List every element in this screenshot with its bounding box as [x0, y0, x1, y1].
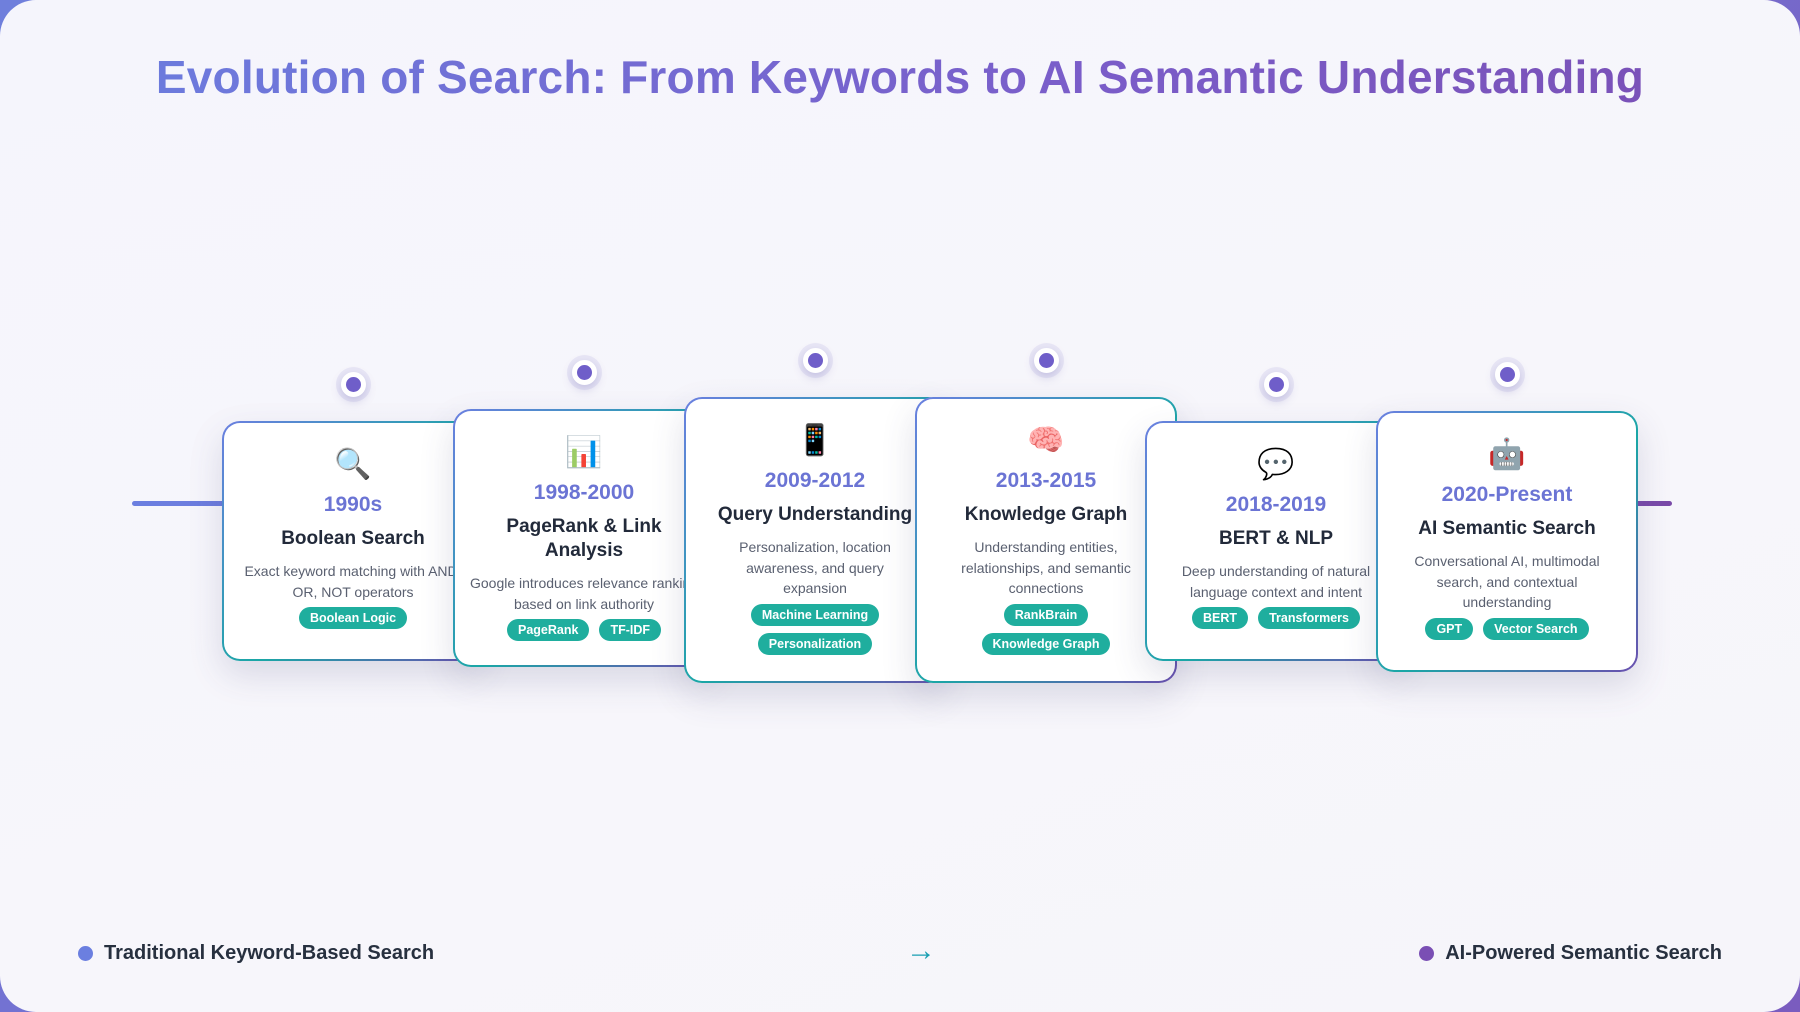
timeline-dot — [1264, 372, 1289, 397]
technology-tag: TF-IDF — [599, 619, 662, 641]
milestone-period: 2009-2012 — [764, 469, 866, 492]
technology-tag: Machine Learning — [750, 603, 880, 626]
magnifying-glass-icon: 🔍 — [334, 448, 372, 481]
milestone-description: Exact keyword matching with AND, OR, NOT… — [244, 563, 462, 600]
card-spacer — [1390, 640, 1624, 670]
technology-tag: Knowledge Graph — [981, 632, 1111, 655]
legend-traditional-dot — [78, 946, 93, 961]
technology-tag: PageRank — [506, 619, 590, 641]
brain-icon: 🧠 — [1027, 424, 1065, 457]
arrow-right-icon: → — [906, 934, 936, 967]
milestone-name: AI Semantic Search — [1418, 518, 1596, 539]
milestone-period: 2013-2015 — [995, 469, 1097, 492]
milestone-description: Understanding entities, relationships, a… — [961, 539, 1131, 596]
technology-tag: Vector Search — [1483, 617, 1589, 640]
legend-traditional-label: Traditional Keyword-Based Search — [104, 942, 435, 964]
card-spacer — [698, 655, 932, 681]
milestone-name: Query Understanding — [717, 504, 913, 525]
milestone-description: Google introduces relevance ranking base… — [469, 575, 699, 612]
milestone-tags: Boolean Logic — [236, 607, 470, 629]
milestone-name: BERT & NLP — [1219, 528, 1333, 549]
legend-traditional: Traditional Keyword-Based Search — [78, 942, 434, 965]
card-spacer — [467, 641, 701, 665]
technology-tag: BERT — [1192, 607, 1249, 629]
timeline-dot — [341, 372, 366, 397]
milestone-period: 1990s — [323, 493, 383, 516]
mobile-phone-icon: 📱 — [796, 424, 834, 457]
page-title: Evolution of Search: From Keywords to AI… — [0, 50, 1800, 104]
card-spacer — [929, 655, 1163, 681]
technology-tag: Personalization — [757, 632, 873, 655]
legend-ai: AI-Powered Semantic Search — [1419, 942, 1722, 965]
card-spacer — [1159, 629, 1393, 659]
milestone-tags: PageRank TF-IDF — [467, 619, 701, 641]
milestone-tags: GPT Vector Search — [1390, 617, 1624, 640]
legend-ai-label: AI-Powered Semantic Search — [1445, 942, 1722, 964]
timeline-dot — [1034, 348, 1059, 373]
legend-ai-dot — [1419, 946, 1435, 961]
milestone-description: Deep understanding of natural language c… — [1181, 563, 1371, 600]
milestone-period: 2020-Present — [1441, 483, 1573, 506]
timeline-dot — [803, 348, 828, 373]
milestone-description: Conversational AI, multimodal search, an… — [1414, 553, 1600, 610]
technology-tag: RankBrain — [1003, 603, 1089, 626]
timeline-dot — [572, 360, 597, 385]
milestone-name: PageRank & Link Analysis — [506, 516, 662, 561]
milestone-name: Knowledge Graph — [964, 504, 1128, 525]
speech-bubble-icon: 💬 — [1257, 448, 1295, 481]
milestone-period: 1998-2000 — [533, 481, 635, 504]
robot-icon: 🤖 — [1488, 438, 1526, 471]
technology-tag: GPT — [1425, 617, 1474, 640]
technology-tag: Boolean Logic — [298, 607, 408, 629]
bar-chart-icon: 📊 — [565, 436, 603, 469]
milestone-description: Personalization, location awareness, and… — [739, 539, 891, 596]
technology-tag: Transformers — [1258, 607, 1360, 629]
timeline-dot — [1495, 362, 1520, 387]
milestone-name: Boolean Search — [281, 528, 425, 549]
card-spacer — [236, 629, 470, 659]
milestone-period: 2018-2019 — [1225, 493, 1327, 516]
milestone-tags: BERT Transformers — [1159, 607, 1393, 629]
